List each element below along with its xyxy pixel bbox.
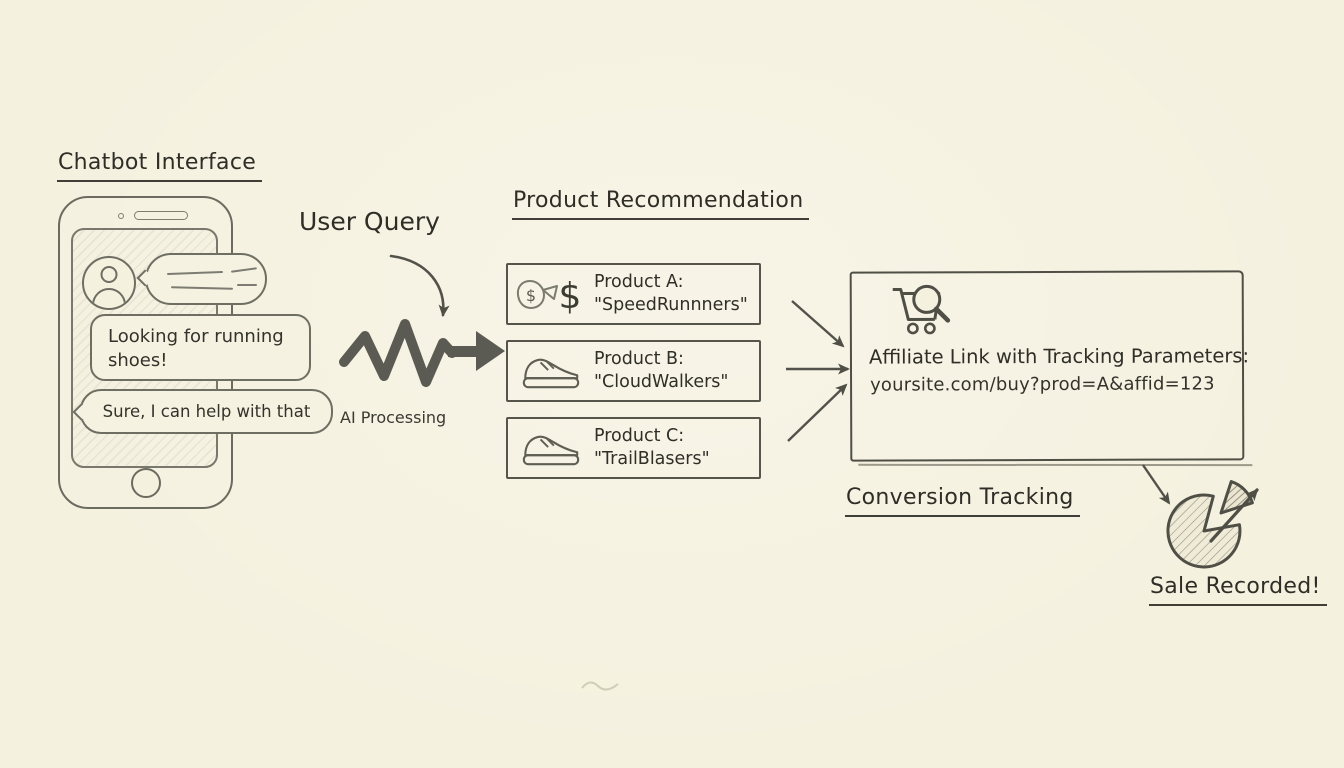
product-a-line1: Product A: (594, 272, 684, 293)
product-c-label: Product C: "TrailBlasers" (594, 425, 710, 471)
scribble-line (230, 267, 258, 274)
dollar-sign-glyph: $ (559, 276, 582, 317)
money-icon: $ $ (508, 271, 594, 317)
product-b-box: Product B: "CloudWalkers" (506, 340, 761, 402)
sale-recorded-label: Sale Recorded! (1149, 574, 1327, 606)
product-b-label: Product B: "CloudWalkers" (594, 348, 728, 394)
product-recommendation-title: Product Recommendation (512, 188, 810, 220)
user-query-label: User Query (299, 207, 440, 236)
scribble-line (170, 286, 234, 291)
chat-bubble-user: Looking for running shoes! (90, 314, 311, 381)
affiliate-link-url: yoursite.com/buy?prod=A&affid=123 (870, 373, 1215, 396)
cart-search-icon (892, 284, 951, 335)
user-avatar-icon (82, 256, 136, 310)
pencil-squiggle-mark (581, 681, 619, 691)
avatar-shoulders (92, 288, 126, 308)
product-c-line2: "TrailBlasers" (594, 449, 710, 469)
bot-message-text: Sure, I can help with that (102, 402, 311, 421)
affiliate-link-heading: Affiliate Link with Tracking Parameters: (868, 344, 1250, 369)
growth-arrow-icon (1209, 488, 1259, 543)
product-b-line1: Product B: (594, 349, 684, 370)
product-b-line2: "CloudWalkers" (594, 372, 729, 392)
zigzag-arrow-icon (339, 319, 505, 387)
avatar-head (100, 266, 118, 283)
product-a-label: Product A: "SpeedRunnners" (594, 271, 748, 317)
chat-bubble-placeholder (136, 253, 267, 305)
scribble-line (237, 284, 257, 287)
ai-processing-label: AI Processing (340, 408, 447, 427)
down-arrow-icon (1142, 464, 1171, 505)
flow-arrow-icon (786, 300, 850, 442)
product-c-box: Product C: "TrailBlasers" (506, 417, 761, 479)
affiliate-link-box: Affiliate Link with Tracking Parameters:… (849, 270, 1249, 462)
product-a-box: $ $ Product A: "SpeedRunnners" (506, 263, 761, 325)
phone-home-button (130, 468, 161, 498)
pie-chart-icon (1166, 480, 1259, 569)
curved-arrow-icon (389, 254, 450, 317)
phone-speaker-icon (134, 211, 188, 220)
chat-bubble-bot: Sure, I can help with that (72, 389, 333, 434)
chatbot-interface-title: Chatbot Interface (57, 150, 263, 182)
product-a-line2: "SpeedRunnners" (594, 295, 748, 315)
sneaker-icon (508, 351, 594, 391)
product-c-line1: Product C: (594, 426, 685, 447)
scribble-line (166, 271, 224, 276)
conversion-tracking-title: Conversion Tracking (845, 485, 1080, 517)
sneaker-icon (508, 428, 594, 468)
phone-camera-dot-icon (118, 213, 124, 219)
coin-dollar-glyph: $ (526, 286, 536, 305)
